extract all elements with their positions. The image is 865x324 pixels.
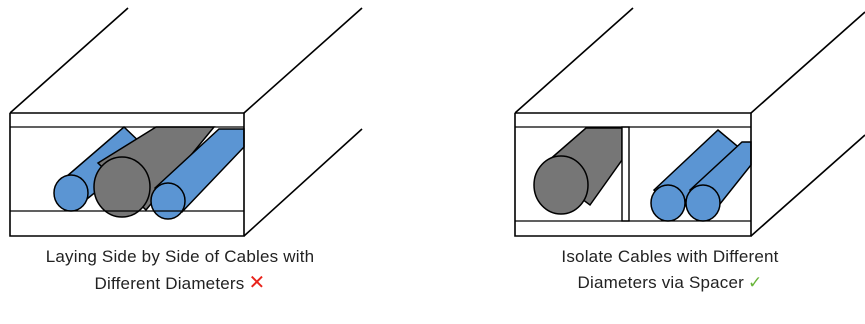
small-cable-end: [150, 182, 186, 220]
large-cable-end: [533, 155, 589, 215]
left-caption-line1: Laying Side by Side of Cables with: [45, 247, 315, 266]
right-caption-line1: Isolate Cables with Different: [561, 247, 779, 266]
tray-right-top-edge: [750, 11, 865, 114]
left-tray-illustration: [9, 7, 363, 237]
check-icon: ✓: [748, 273, 763, 292]
left-caption-line2-wrap: Different Diameters✕: [0, 270, 360, 297]
small-cable-end: [53, 174, 89, 212]
tray-left-top-edge: [9, 7, 129, 114]
spacer-plate: [621, 126, 630, 222]
right-small-cables: [650, 128, 752, 222]
tray-right-top-edge: [243, 7, 363, 114]
tray-front-frame: [9, 112, 245, 237]
left-caption: Laying Side by Side of Cables with Diffe…: [0, 244, 360, 297]
left-caption-line2: Different Diameters: [94, 274, 245, 293]
tray-front-frame: [514, 112, 752, 237]
right-large-cable: [533, 127, 623, 215]
small-cable-end: [650, 184, 686, 222]
left-cables: [53, 125, 245, 220]
tray-left-top-edge: [514, 7, 634, 114]
large-cable-end: [93, 156, 151, 218]
small-cable-end: [685, 184, 721, 222]
tray-right-bottom-edge: [243, 128, 363, 237]
spacer-divider: [621, 126, 630, 222]
right-tray-illustration: [514, 7, 865, 237]
tray-right-bottom-edge: [750, 134, 865, 237]
cross-icon: ✕: [248, 272, 266, 294]
right-caption-line2: Diameters via Spacer: [577, 273, 745, 292]
right-caption: Isolate Cables with Different Diameters …: [500, 244, 840, 296]
right-caption-line2-wrap: Diameters via Spacer✓: [500, 270, 840, 296]
